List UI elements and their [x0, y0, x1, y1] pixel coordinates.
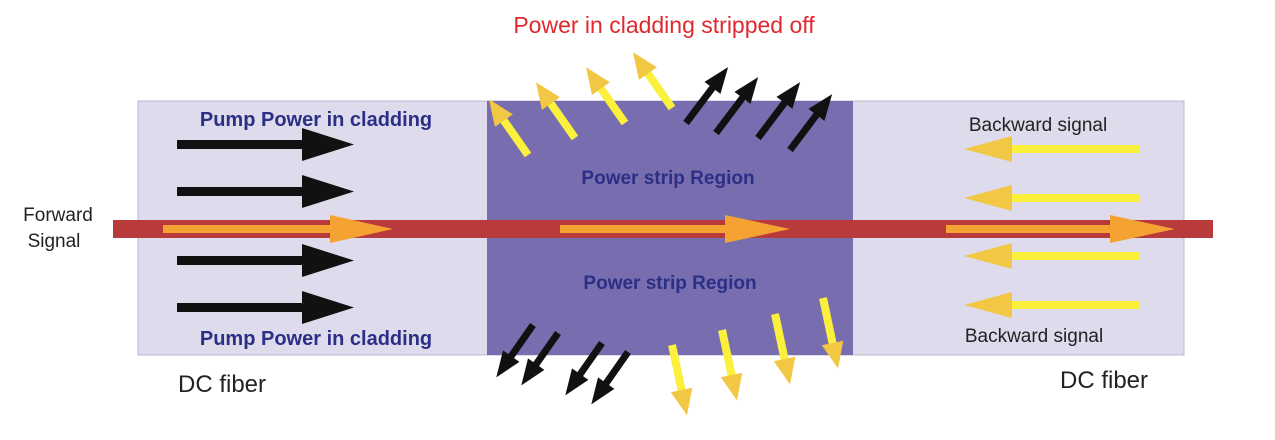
black-arrow-icon — [521, 330, 561, 386]
black-arrow-icon — [565, 340, 605, 396]
yellow-arrow-icon — [718, 329, 743, 401]
black-arrow-icon — [713, 77, 759, 136]
forward-arrow-icon — [560, 215, 790, 243]
yellow-arrow-icon — [771, 313, 796, 385]
stripped-yellow-arrows-bottom — [668, 297, 844, 416]
black-arrow-icon — [787, 94, 833, 153]
strip-region-label-bottom: Power strip Region — [583, 273, 756, 294]
black-arrow-icon — [755, 82, 801, 141]
stripped-yellow-arrows-top — [488, 52, 676, 158]
stripped-black-arrows-top — [683, 67, 833, 153]
forward-signal-label-line1: Forward — [23, 205, 93, 226]
forward-arrow-icon — [946, 215, 1175, 243]
pump-power-arrows — [177, 128, 354, 324]
yellow-arrow-icon — [668, 344, 693, 416]
forward-arrow-icon — [163, 215, 393, 243]
dc-fiber-label-left: DC fiber — [178, 371, 266, 398]
black-arrow-icon — [683, 67, 729, 126]
strip-region-label-top: Power strip Region — [581, 168, 754, 189]
yellow-arrow-icon — [632, 52, 676, 111]
pump-arrow-icon — [177, 291, 354, 324]
yellow-arrow-icon — [535, 82, 579, 141]
yellow-arrow-icon — [819, 297, 844, 369]
pump-arrow-icon — [177, 175, 354, 208]
pump-arrow-icon — [177, 244, 354, 277]
backward-arrow-icon — [964, 292, 1140, 318]
dc-fiber-label-right: DC fiber — [1060, 367, 1148, 394]
pump-power-label-top: Pump Power in cladding — [200, 109, 432, 131]
backward-signal-label-top: Backward signal — [969, 115, 1107, 136]
black-arrow-icon — [496, 322, 536, 378]
yellow-arrow-icon — [488, 99, 532, 158]
pump-arrow-icon — [177, 128, 354, 161]
pump-power-label-bottom: Pump Power in cladding — [200, 328, 432, 350]
backward-arrow-icon — [964, 185, 1140, 211]
backward-arrow-icon — [964, 243, 1140, 269]
diagram-title: Power in cladding stripped off — [513, 12, 815, 38]
yellow-arrow-icon — [585, 67, 629, 126]
forward-signal-label-line2: Signal — [28, 231, 81, 252]
backward-signal-label-bottom: Backward signal — [965, 326, 1103, 347]
forward-signal-arrows — [163, 215, 1175, 243]
black-arrow-icon — [591, 349, 631, 405]
backward-arrow-icon — [964, 136, 1140, 162]
backward-signal-arrows — [964, 136, 1140, 318]
stripped-black-arrows-bottom — [496, 322, 631, 405]
